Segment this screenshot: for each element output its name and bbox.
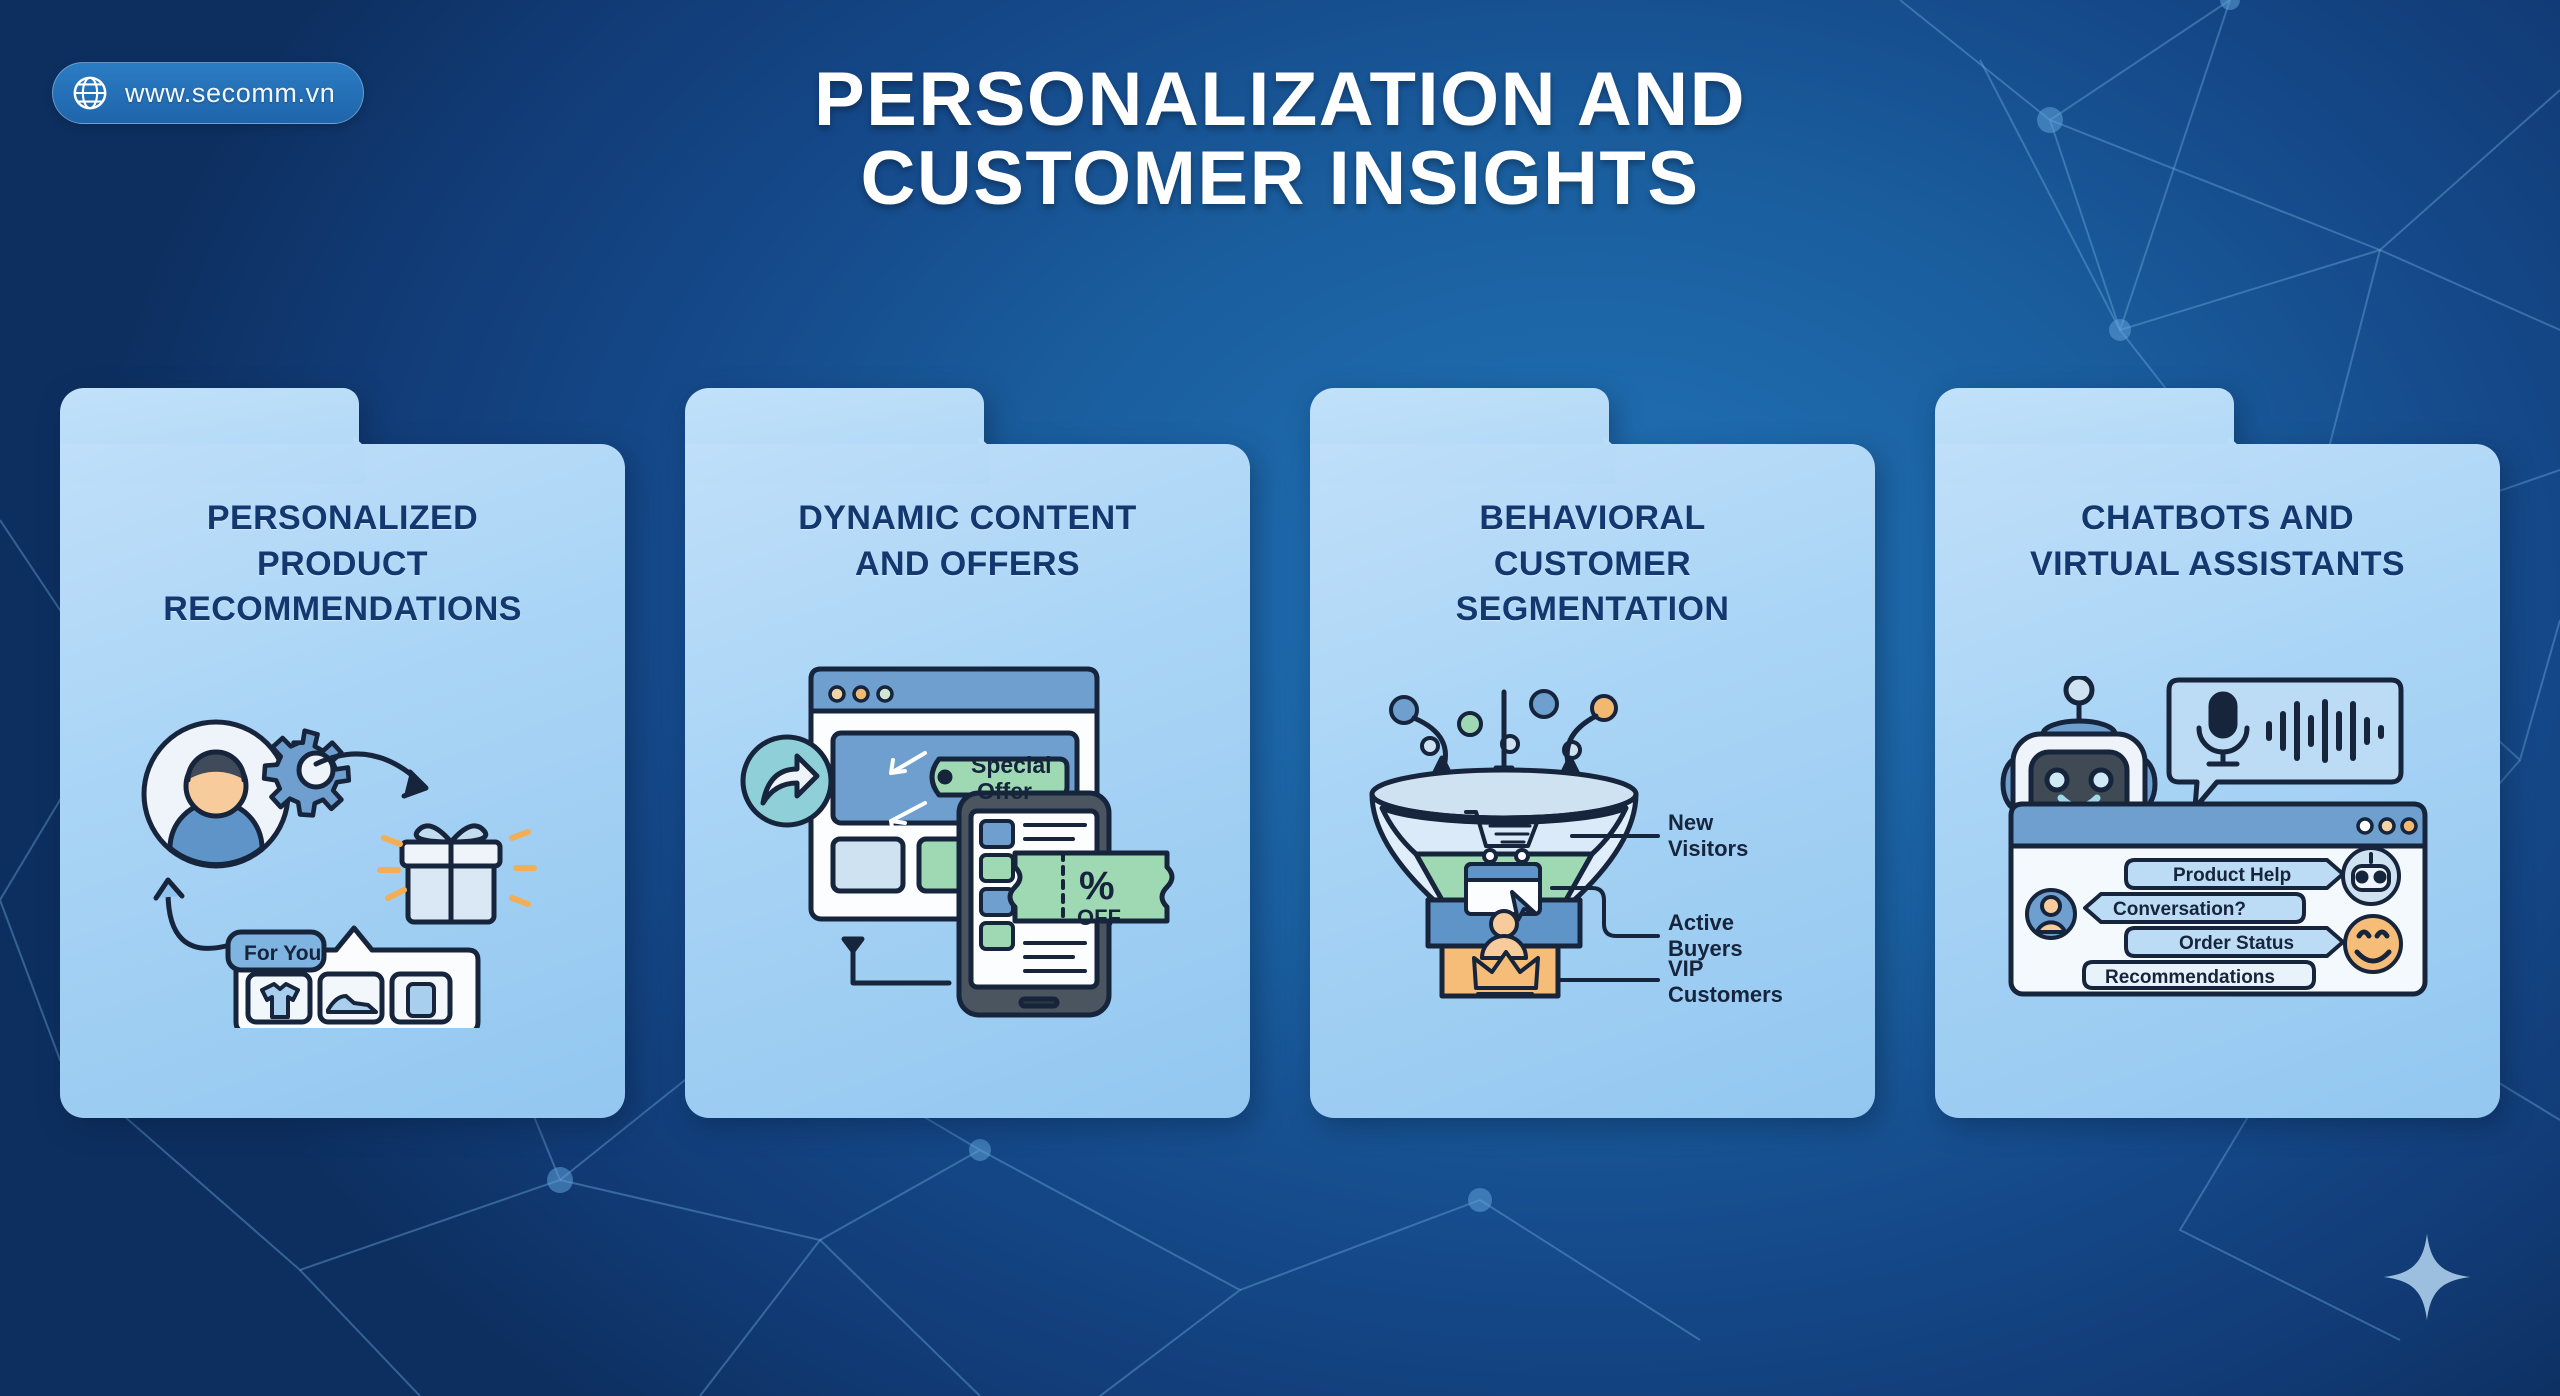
card-title: CHATBOTS AND VIRTUAL ASSISTANTS bbox=[2030, 496, 2405, 587]
bot-avatar-icon bbox=[2340, 845, 2401, 906]
tshirt-icon bbox=[259, 982, 300, 1020]
card-title: BEHAVIORAL CUSTOMER SEGMENTATION bbox=[1456, 496, 1730, 633]
chatbot-illustration: Product Help Conversation? Order Status … bbox=[2000, 675, 2427, 997]
card-title: DYNAMIC CONTENT AND OFFERS bbox=[798, 496, 1136, 587]
card-title-line: PRODUCT bbox=[257, 544, 428, 583]
special-offer-label-line2: Offer bbox=[977, 778, 1032, 804]
card-dynamic-content-and-offers[interactable]: DYNAMIC CONTENT AND OFFERS bbox=[685, 388, 1250, 1118]
feature-cards-row: PERSONALIZED PRODUCT RECOMMENDATIONS bbox=[0, 388, 2560, 1128]
card-behavioral-customer-segmentation[interactable]: BEHAVIORAL CUSTOMER SEGMENTATION bbox=[1310, 388, 1875, 1118]
website-url-badge[interactable]: www.secomm.vn bbox=[52, 62, 365, 124]
globe-icon bbox=[73, 76, 107, 110]
coupon-icon bbox=[1007, 850, 1174, 924]
personalization-illustration: For You bbox=[141, 719, 537, 1029]
funnel-label-new-visitors-line2: Visitors bbox=[1668, 836, 1748, 861]
funnel-label-vip-line1: VIP bbox=[1668, 956, 1703, 981]
phone-icon bbox=[405, 982, 436, 1019]
for-you-label: For You bbox=[244, 942, 321, 965]
arrow-icon bbox=[165, 889, 228, 952]
card-title-line: BEHAVIORAL bbox=[1479, 499, 1706, 537]
page-title: PERSONALIZATION AND CUSTOMER INSIGHTS bbox=[530, 60, 2030, 218]
gear-icon bbox=[261, 728, 351, 818]
voice-bubble bbox=[2166, 677, 2403, 811]
funnel-label-active-buyers-line2: Buyers bbox=[1668, 936, 1743, 961]
card-title-line: AND OFFERS bbox=[855, 544, 1080, 583]
crown-icon bbox=[1471, 950, 1540, 997]
browser-cursor-icon bbox=[1463, 862, 1542, 923]
website-url-text: www.secomm.vn bbox=[125, 77, 336, 108]
shoe-icon bbox=[325, 994, 378, 1015]
chat-bubble-conversation bbox=[2082, 891, 2306, 924]
card-personalized-product-recommendations[interactable]: PERSONALIZED PRODUCT RECOMMENDATIONS bbox=[60, 388, 625, 1118]
chat-bubble-label-order-status: Order Status bbox=[2179, 933, 2294, 954]
card-illustration: For You bbox=[86, 633, 599, 1094]
segmentation-funnel-illustration: New Visitors Active Buyers VIP Customers bbox=[1369, 689, 1783, 1007]
card-illustration: New Visitors Active Buyers VIP Customers bbox=[1336, 633, 1849, 1094]
for-you-panel bbox=[225, 925, 480, 1029]
coupon-percent-label: % bbox=[1079, 864, 1115, 908]
card-title-line: CHATBOTS AND bbox=[2081, 499, 2354, 537]
smiley-icon bbox=[2342, 913, 2403, 974]
card-chatbots-and-virtual-assistants[interactable]: CHATBOTS AND VIRTUAL ASSISTANTS bbox=[1935, 388, 2500, 1118]
page-title-line-2: CUSTOMER INSIGHTS bbox=[860, 136, 1700, 222]
microphone-icon bbox=[2196, 691, 2249, 767]
gift-icon bbox=[399, 823, 502, 925]
person-icon bbox=[1479, 909, 1528, 961]
share-arrow-icon bbox=[740, 734, 833, 828]
funnel-label-active-buyers-line1: Active bbox=[1668, 910, 1734, 935]
waveform-icon bbox=[2265, 698, 2384, 763]
funnel-label-new-visitors-line1: New bbox=[1668, 810, 1714, 835]
chat-bubble-product-help bbox=[2123, 857, 2345, 890]
coupon-off-label: OFF bbox=[1077, 905, 1121, 930]
page-title-line-1: PERSONALIZATION AND bbox=[813, 57, 1747, 142]
user-avatar-icon bbox=[2024, 887, 2077, 940]
card-title-line: VIRTUAL ASSISTANTS bbox=[2030, 544, 2405, 583]
card-title: PERSONALIZED PRODUCT RECOMMENDATIONS bbox=[163, 496, 522, 633]
funnel-label-vip-line2: Customers bbox=[1668, 982, 1783, 1007]
card-title-line: RECOMMENDATIONS bbox=[163, 590, 522, 629]
card-illustration: Product Help Conversation? Order Status … bbox=[1961, 587, 2474, 1094]
chat-bubble-recommendations bbox=[2081, 959, 2316, 990]
sparkle-icon bbox=[2383, 1233, 2471, 1321]
chat-bubble-label-conversation: Conversation? bbox=[2113, 899, 2246, 920]
card-title-line: PERSONALIZED bbox=[206, 499, 479, 537]
card-title-line: SEGMENTATION bbox=[1455, 590, 1730, 629]
card-illustration: Special Offer % OFF bbox=[711, 587, 1224, 1094]
chat-bubble-label-recommendations: Recommendations bbox=[2105, 967, 2275, 988]
for-you-chip bbox=[225, 929, 326, 973]
chat-bubble-order-status bbox=[2123, 925, 2345, 958]
chat-bubble-label-product-help: Product Help bbox=[2173, 865, 2291, 886]
card-title-line: DYNAMIC CONTENT bbox=[798, 499, 1137, 537]
card-title-line: CUSTOMER bbox=[1493, 544, 1692, 583]
special-offer-label-line1: Special bbox=[971, 752, 1052, 778]
dynamic-offers-illustration: Special Offer % OFF bbox=[740, 666, 1174, 1018]
